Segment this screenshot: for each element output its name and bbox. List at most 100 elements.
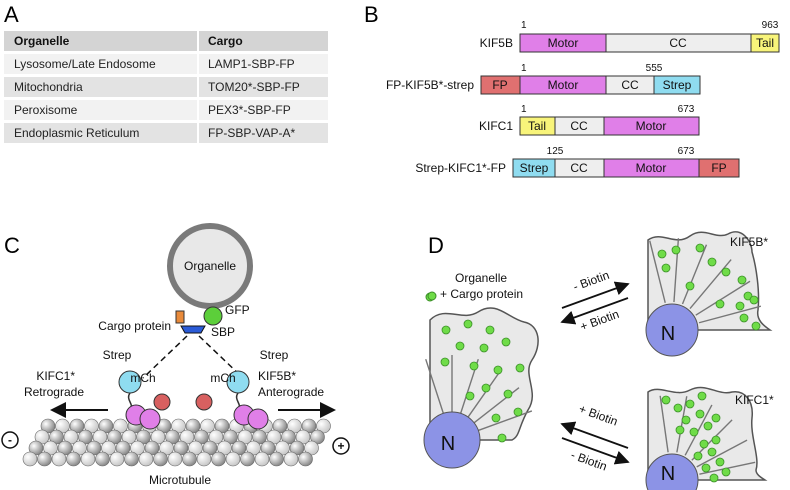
tubulin-bead — [22, 451, 38, 467]
cargo-dot — [513, 407, 523, 417]
cargo-dot — [701, 463, 711, 473]
nucleus-center — [423, 411, 481, 469]
kif5b-cell-label: KIF5B* — [730, 235, 768, 249]
cargo-dot — [503, 389, 513, 399]
tubulin-bead — [211, 451, 226, 467]
domain-label: CC — [669, 36, 687, 50]
table-header-cargo: Cargo — [208, 34, 243, 48]
microtubule-ray — [467, 369, 502, 418]
tubulin-bead — [66, 451, 81, 467]
cargo-protein-label: Cargo protein — [98, 319, 171, 333]
domain-motor — [603, 116, 700, 136]
minus-biotin-top-label: - Biotin — [571, 268, 611, 294]
mch-left-label: mCh — [130, 371, 155, 385]
cargo-dot — [515, 363, 525, 373]
cargo-dot — [675, 425, 685, 435]
domain-label: Motor — [636, 161, 667, 175]
domain-fp — [698, 158, 740, 178]
microtubule-ray — [695, 280, 751, 316]
cargo-dot — [463, 319, 473, 329]
cargo-dot — [671, 245, 681, 255]
legend-dot — [427, 291, 437, 301]
construct-kifc1: KIFC1 1 673 Tail CC Motor — [479, 104, 700, 136]
tubulin-bead — [138, 451, 154, 467]
gfp-circle — [203, 306, 223, 326]
cargo-dot — [479, 343, 489, 353]
microtubule-lattice — [22, 418, 331, 467]
cargo-dots — [657, 243, 761, 331]
domain-strep — [653, 75, 701, 95]
cargo-dot — [681, 415, 691, 425]
panel-label-a: A — [4, 2, 19, 27]
cargo-dot — [737, 275, 747, 285]
retrograde-label: Retrograde — [24, 385, 84, 399]
cargo-dot — [661, 395, 671, 405]
minus-end-label: - — [8, 433, 12, 447]
cargo-dot — [465, 391, 475, 401]
microtubule-ray — [425, 358, 445, 414]
microtubule-ray — [684, 404, 713, 456]
cargo-dot — [469, 361, 479, 371]
microtubule-ray — [696, 439, 748, 468]
mch-left-circle — [153, 393, 171, 411]
cargo-table: Organelle Cargo Lysosome/Late Endosome L… — [4, 31, 328, 143]
cargo-dot — [749, 295, 759, 305]
cell-states: N Organelle + Cargo protein N KIF5B* N K… — [423, 231, 774, 490]
domain-label: CC — [621, 78, 639, 92]
construct-fp-kif5b-strep: FP-KIF5B*-strep 1 555 FP Motor CC Strep — [386, 63, 701, 95]
construct-end: 673 — [678, 104, 695, 115]
cargo-dot — [685, 281, 695, 291]
cargo-dot — [739, 313, 749, 323]
domain-label: Tail — [756, 36, 774, 50]
cargo-dot — [715, 457, 725, 467]
sbp-shape — [180, 325, 206, 334]
arrow-plus-biotin-top — [560, 297, 629, 325]
construct-name: KIF5B — [480, 36, 513, 50]
table-cell: TOM20*-SBP-FP — [208, 80, 300, 94]
dashed-link-left — [142, 335, 188, 379]
tubulin-bead — [51, 451, 67, 467]
microtubule-ray — [478, 410, 533, 432]
panel-label-b: B — [364, 2, 379, 27]
table-row-bg — [4, 123, 328, 143]
domain-tail — [750, 33, 780, 53]
tubulin-bead — [298, 451, 313, 467]
tubulin-bead — [124, 451, 139, 467]
cargo-dot — [657, 249, 667, 259]
cargo-dot — [703, 421, 713, 431]
table-cell: Peroxisome — [14, 103, 78, 117]
domain-label: FP — [711, 161, 726, 175]
cargo-dot — [707, 257, 717, 267]
domain-label: Tail — [528, 119, 546, 133]
table-cell: PEX3*-SBP-FP — [208, 103, 291, 117]
table-row-bg — [4, 77, 328, 97]
cargo-dot — [699, 439, 709, 449]
plus-biotin-top-label: + Biotin — [578, 307, 621, 334]
table-cell: Endoplasmic Reticulum — [14, 126, 139, 140]
nucleus-bottom — [645, 453, 699, 490]
tubulin-bead — [269, 451, 284, 467]
tubulin-bead — [225, 451, 241, 467]
legend-cargo: + Cargo protein — [440, 287, 523, 301]
plus-biotin-bottom-label: + Biotin — [577, 402, 620, 429]
tubulin-bead — [37, 451, 52, 467]
cargo-dot — [685, 399, 695, 409]
tubulin-bead — [95, 451, 110, 467]
nucleus-label: N — [661, 323, 675, 345]
construct-name: FP-KIF5B*-strep — [386, 78, 474, 92]
nucleus-top — [645, 303, 699, 357]
construct-end: 555 — [646, 63, 663, 74]
strep-right-label: Strep — [260, 348, 289, 362]
cargo-dot — [751, 321, 761, 331]
kif5b-label: KIF5B* — [258, 369, 296, 383]
microtubule-ray — [698, 305, 762, 324]
tubulin-bead — [240, 451, 255, 467]
tubulin-bead — [80, 451, 96, 467]
table-cell: Lysosome/Late Endosome — [14, 57, 156, 71]
domain-label: Motor — [548, 78, 579, 92]
anterograde-label: Anterograde — [258, 385, 324, 399]
microtubule-label: Microtubule — [149, 473, 211, 487]
domain-label: Strep — [663, 78, 692, 92]
domain-label: Strep — [520, 161, 549, 175]
cargo-dot — [711, 435, 721, 445]
